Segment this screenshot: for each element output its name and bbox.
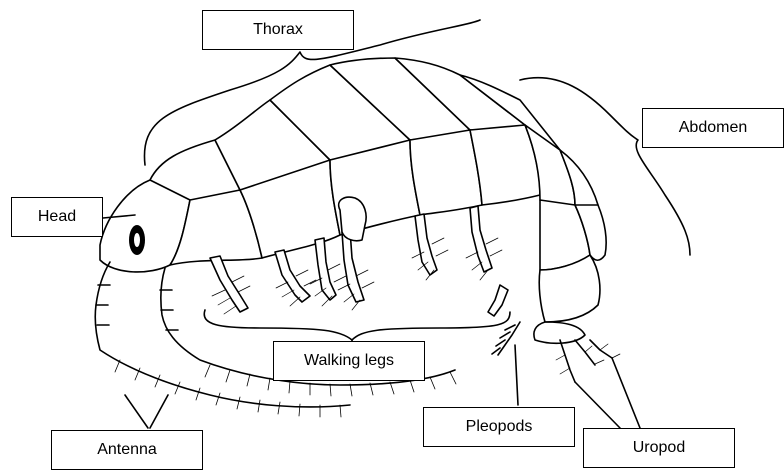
coxal-plate-4	[410, 130, 482, 215]
abdomen-label: Abdomen	[642, 108, 784, 148]
leg-2	[275, 250, 310, 302]
uropod-leader	[575, 358, 640, 428]
gnathopod	[339, 197, 366, 241]
pleopods-leader	[515, 345, 518, 405]
walking-legs-label: Walking legs	[273, 341, 425, 381]
thorax-label: Thorax	[202, 10, 354, 50]
pleopods	[492, 322, 520, 405]
leg-1	[210, 256, 248, 312]
uropod-label: Uropod	[583, 428, 735, 468]
leg-6	[470, 206, 492, 272]
pleopods-label: Pleopods	[423, 407, 575, 447]
leg-3	[315, 238, 336, 300]
antenna-leader	[125, 395, 168, 428]
walking-legs-bracket	[204, 310, 510, 340]
eye-highlight	[134, 233, 140, 247]
leg-7	[488, 285, 508, 316]
leg-5	[415, 214, 437, 275]
head-label: Head	[11, 197, 103, 237]
antenna-label: Antenna	[51, 430, 203, 470]
